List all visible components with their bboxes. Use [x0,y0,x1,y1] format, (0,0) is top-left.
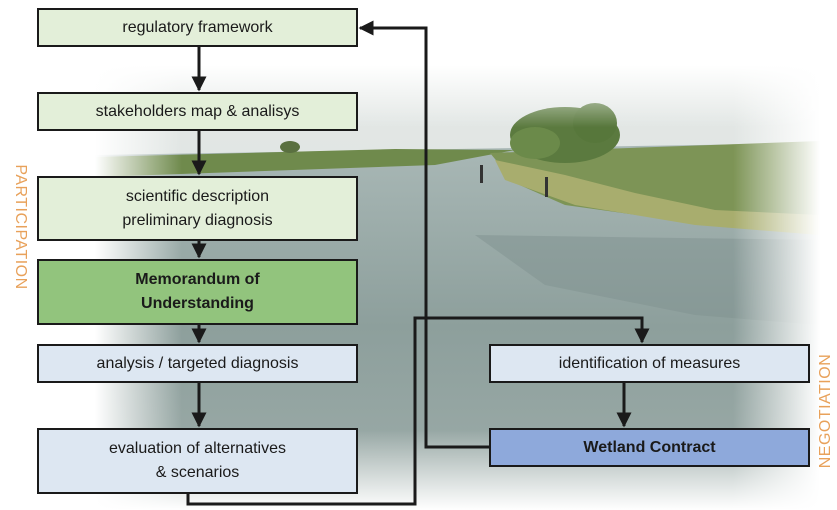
box-stakeholders-map: stakeholders map & analisys [37,92,358,131]
box-regulatory-framework: regulatory framework [37,8,358,47]
box-memorandum-of-understanding: Memorandum of Understanding [37,259,358,325]
participation-label: PARTICIPATION [12,164,29,290]
box-wetland-contract: Wetland Contract [489,428,810,467]
box-scientific-description: scientific description preliminary diagn… [37,176,358,241]
box-evaluation-of-alternatives: evaluation of alternatives & scenarios [37,428,358,494]
box-analysis-targeted-diagnosis: analysis / targeted diagnosis [37,344,358,383]
arrow-wetland-to-regulatory [358,20,489,449]
negotiation-label: NEGOTIATION [817,353,834,469]
box-identification-of-measures: identification of measures [489,344,810,383]
arrow-evaluation-to-identification [186,316,650,506]
